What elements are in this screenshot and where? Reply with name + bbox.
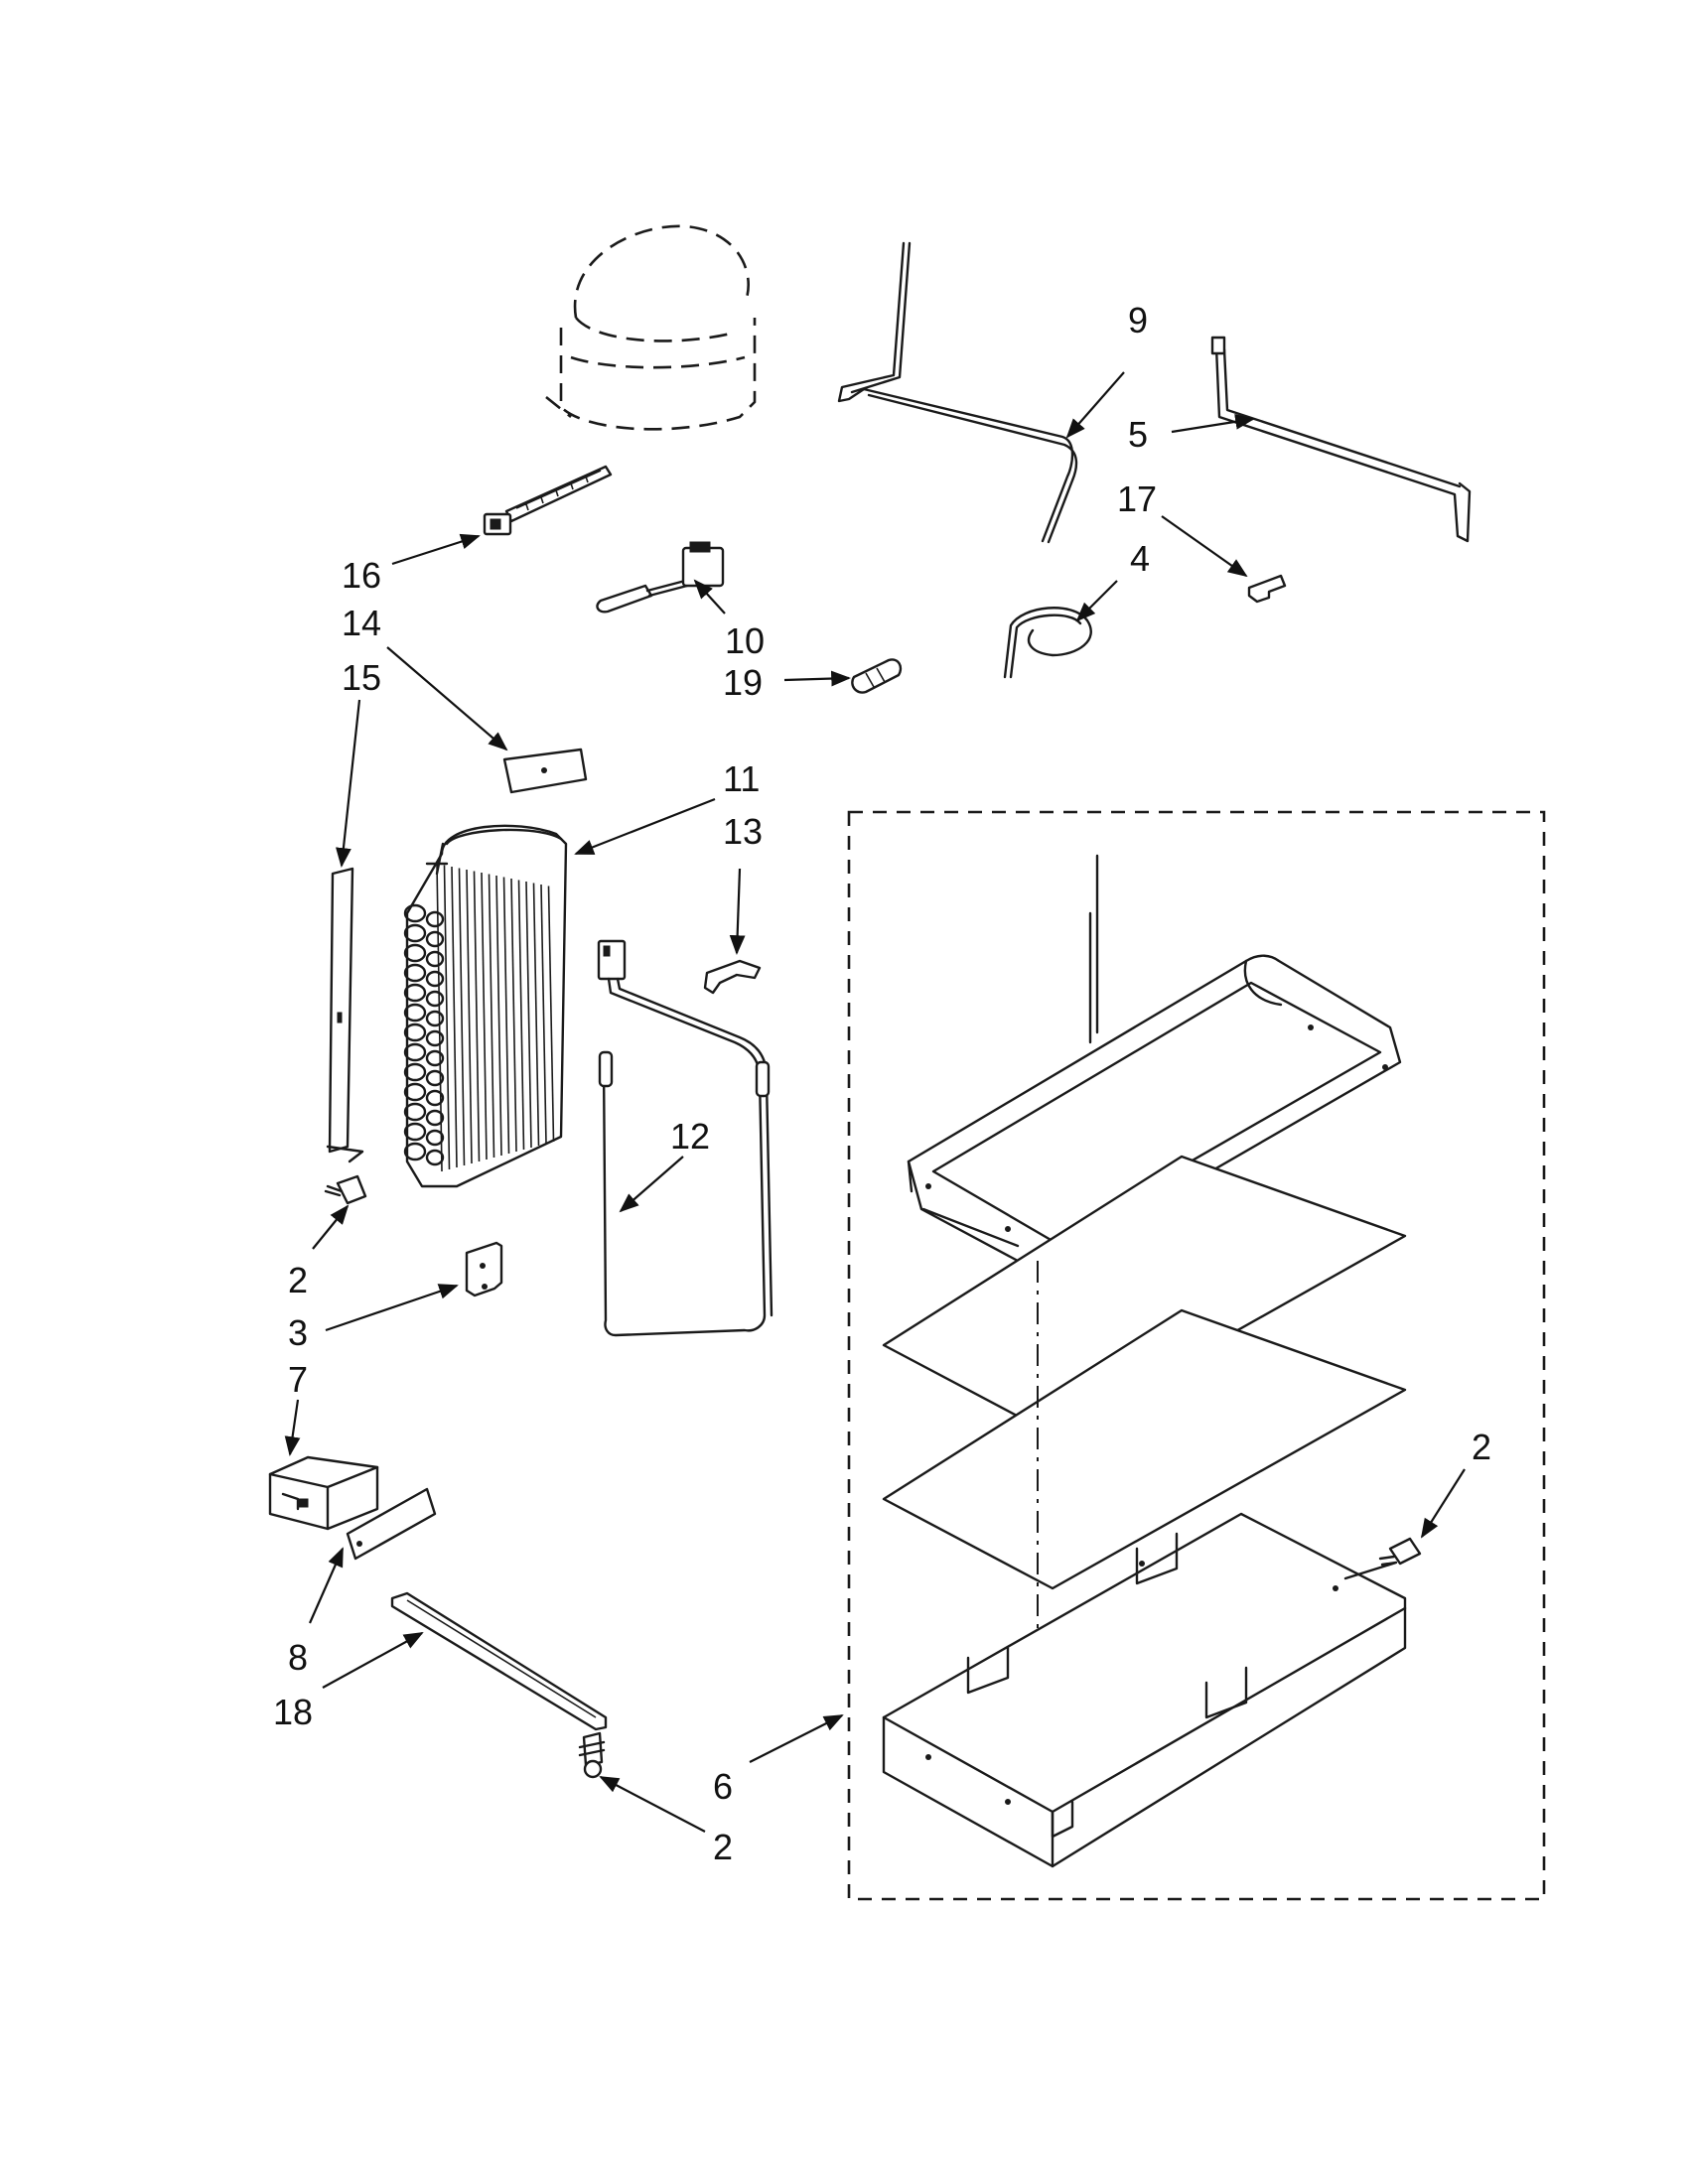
part-11-evaporator[interactable] <box>403 824 568 1188</box>
part-18-strip[interactable] <box>390 1591 608 1731</box>
callout-3: 3 <box>288 1312 308 1353</box>
callout-14: 14 <box>342 603 381 643</box>
part-2-screw-upper[interactable] <box>324 1174 367 1205</box>
part-14-pad[interactable] <box>502 748 588 794</box>
callout-6: 6 <box>713 1766 733 1807</box>
callout-19: 19 <box>723 662 763 703</box>
callout-2-lower: 2 <box>713 1827 733 1867</box>
callout-7: 7 <box>288 1359 308 1400</box>
callout-2-right: 2 <box>1472 1427 1491 1467</box>
part-4-coil[interactable] <box>1003 607 1092 679</box>
callout-8: 8 <box>288 1637 308 1678</box>
callout-2-upper: 2 <box>288 1260 308 1300</box>
part-10-sensor[interactable] <box>596 541 725 614</box>
callout-4: 4 <box>1130 538 1150 579</box>
part-8-plate[interactable] <box>346 1487 437 1561</box>
part-2-screw-lower[interactable] <box>578 1731 606 1779</box>
callout-12: 12 <box>670 1116 710 1157</box>
leader-lines <box>284 371 1466 1833</box>
part-19-connector[interactable] <box>851 658 903 694</box>
callout-16: 16 <box>342 555 381 596</box>
part-13-clip[interactable] <box>703 959 762 995</box>
part-2-screw-right[interactable] <box>1343 1537 1422 1580</box>
part-9-tube[interactable] <box>837 241 1078 544</box>
callout-13: 13 <box>723 811 763 852</box>
part-3-bracket[interactable] <box>465 1241 503 1297</box>
part-17-clip[interactable] <box>1247 574 1287 604</box>
part-7-bracket-box[interactable] <box>268 1455 379 1531</box>
callout-17: 17 <box>1117 478 1157 519</box>
compressor-outline <box>545 224 757 431</box>
part-5-tube[interactable] <box>1210 336 1472 543</box>
part-6-pan-assembly[interactable] <box>847 810 1546 1901</box>
callout-10: 10 <box>725 620 765 661</box>
callout-18: 18 <box>273 1692 313 1732</box>
part-12-heater[interactable] <box>597 939 774 1337</box>
part-15-strip[interactable] <box>326 867 364 1163</box>
callout-labels: 9 5 17 4 16 10 19 14 15 11 13 12 2 3 7 8… <box>273 300 1491 1867</box>
part-16-cable-tie[interactable] <box>483 465 613 536</box>
callout-9: 9 <box>1128 300 1148 341</box>
callout-5: 5 <box>1128 414 1148 455</box>
callout-15: 15 <box>342 657 381 698</box>
callout-11: 11 <box>723 758 760 799</box>
